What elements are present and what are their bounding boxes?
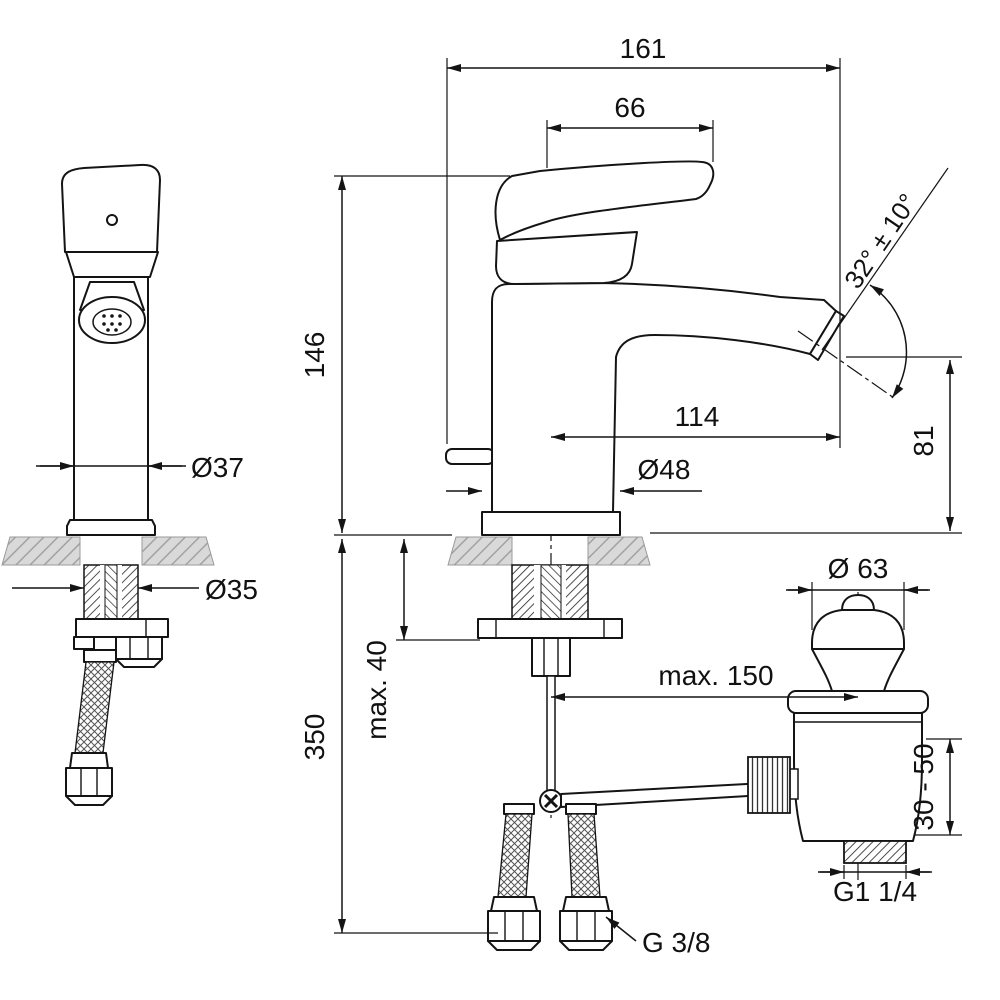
popup-rod: [546, 675, 556, 793]
hose-nut-front: [65, 767, 113, 797]
dim-spout-height: 81: [908, 425, 939, 456]
aerator-axis: [797, 330, 895, 399]
angle-reference-line: [821, 167, 949, 351]
handle-side: [494, 160, 715, 241]
dim-height-above-deck: 146: [299, 332, 330, 379]
dim-base-diameter: Ø48: [638, 454, 691, 485]
faucet-shoulder-front: [65, 251, 159, 278]
hose-nut-right-chamfer: [559, 940, 613, 951]
deck-section-left: [1, 536, 81, 566]
dim-total-depth: 161: [620, 33, 667, 64]
hose-ferrule-right: [565, 803, 597, 815]
faucet-base-side: [481, 511, 621, 536]
hose-nut-chamfer: [65, 795, 113, 806]
plug-stem: [811, 648, 905, 692]
hose-cone-left: [490, 896, 538, 912]
hose-nut-left: [487, 910, 541, 942]
knurled-rod-nut: [747, 756, 791, 814]
fixing-stud-front: [104, 564, 118, 620]
dimension-annotations: 161 66 146 350 max. 40 114 Ø48 max. 150 …: [299, 33, 962, 958]
mounting-flange-side: [477, 618, 623, 639]
front-view: Ø37 Ø35: [1, 163, 258, 806]
plug-knob: [841, 594, 875, 611]
aerator-face: [92, 308, 132, 336]
faucet-base-front: [66, 519, 156, 536]
fixing-stud-side: [540, 564, 562, 620]
dim-shank-diameter: Ø35: [205, 574, 258, 605]
braided-hose-front: [74, 661, 115, 754]
dim-drain-height-range: 30 - 50: [908, 743, 939, 830]
braided-hose-right: [567, 813, 601, 898]
hose-ferrule-left: [503, 803, 535, 815]
deck-section-right: [587, 536, 651, 566]
dim-max-drain-distance: max. 150: [658, 660, 773, 691]
dim-spout-angle: 32° ± 10°: [838, 188, 923, 294]
hose-nut-left-chamfer: [487, 940, 541, 951]
braided-hose-left: [497, 813, 533, 898]
drain-plug: [811, 609, 905, 650]
dim-spout-reach: 114: [675, 401, 720, 432]
mounting-clamp: [73, 636, 95, 650]
drain-tailpiece: [843, 840, 907, 864]
angle-arc: [869, 284, 908, 399]
hose-ferrule-top: [83, 649, 117, 663]
rod-guide-nut: [531, 637, 571, 677]
dim-drain-thread: G1 1/4: [833, 876, 917, 907]
side-view: [445, 160, 845, 951]
handle-front: [61, 163, 161, 253]
aerator-mesh-dots: [102, 314, 122, 332]
dim-supply-thread: G 3/8: [642, 927, 710, 958]
dim-max-deck-thickness: max. 40: [361, 640, 392, 740]
handle-indicator-dot: [106, 214, 118, 226]
dim-plug-diameter: Ø 63: [828, 553, 889, 584]
dim-body-diameter: Ø37: [191, 452, 244, 483]
hose-nut-right: [559, 910, 613, 942]
dim-height-below-deck: 350: [299, 714, 330, 761]
hose-ferrule-bottom: [69, 752, 109, 769]
deck-section-left: [447, 536, 513, 566]
fixing-nut: [115, 636, 163, 660]
hose-cone-right: [562, 896, 610, 912]
mounting-flange-front: [75, 618, 169, 638]
cartridge-collar: [495, 231, 638, 285]
spout-aerator: [809, 310, 845, 361]
drain-body: [793, 712, 923, 842]
dim-handle-length: 66: [614, 92, 645, 123]
popup-pull-knob: [445, 448, 495, 465]
deck-section-right: [141, 536, 215, 566]
fixing-nut-chamfer: [115, 658, 163, 668]
drain-flange: [787, 690, 929, 714]
drain-assembly: Ø 63 G1 1/4 30 - 50: [747, 553, 962, 907]
